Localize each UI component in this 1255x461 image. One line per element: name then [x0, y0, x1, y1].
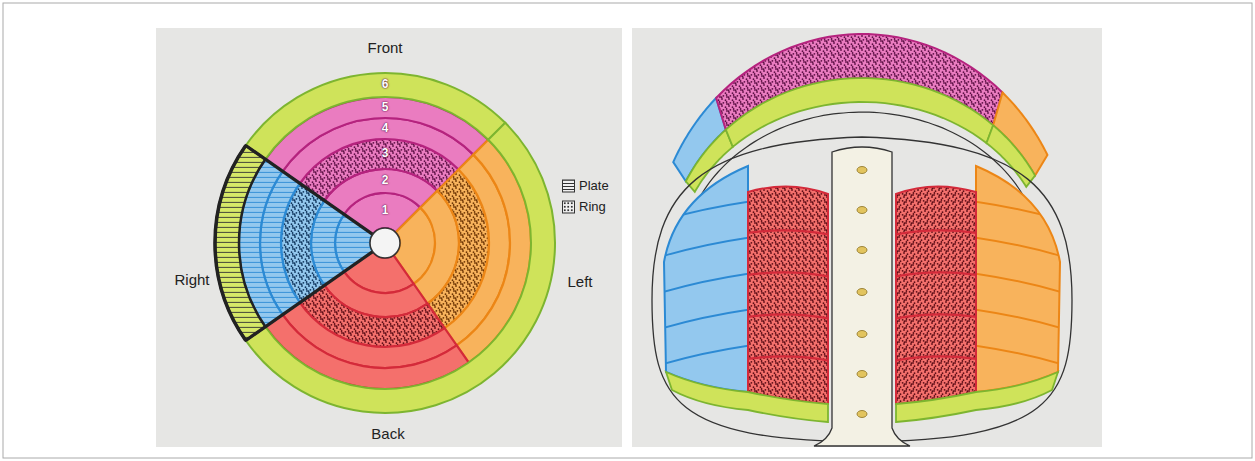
plate-stripe: [888, 272, 984, 278]
gland-dot: [857, 167, 867, 174]
ring-plate: [896, 186, 976, 404]
plate-stripe: [964, 272, 1074, 296]
outer-band: [666, 372, 828, 422]
legend-text: Ring: [579, 200, 606, 214]
side-label: Front: [367, 40, 402, 57]
outer-ring: [246, 73, 505, 159]
plate-stripe: [888, 356, 984, 362]
left-wall: [650, 166, 836, 422]
drawing-part: [740, 230, 836, 362]
side-label: Right: [174, 272, 209, 289]
plate-stripe: [964, 308, 1074, 332]
trachea-illustration: [650, 34, 1074, 446]
cross-section: [215, 73, 555, 413]
gland-dot: [857, 331, 867, 338]
plate-stripe: [964, 344, 1074, 368]
plate-stripe: [740, 314, 836, 320]
callout-number: 1: [382, 204, 389, 217]
callout-number: 5: [382, 101, 389, 114]
callout-number: 3: [382, 147, 389, 160]
drawing-part: [964, 200, 1074, 368]
lumen: [370, 228, 400, 258]
ring-plate: [748, 186, 828, 404]
plate-stripe: [964, 200, 1074, 224]
plate-stripe: [888, 314, 984, 320]
callout-number: 6: [382, 78, 389, 91]
sector-border: [246, 252, 373, 341]
gland-dot: [857, 411, 867, 418]
plate-stripe: [740, 356, 836, 362]
plate-stripe: [650, 236, 760, 260]
plate-stripe: [650, 272, 760, 296]
gland-dot: [857, 247, 867, 254]
gland-dot: [857, 207, 867, 214]
outer-band: [896, 372, 1058, 422]
gland-dot: [857, 289, 867, 296]
legend-text: Plate: [579, 179, 609, 193]
outer-ring: [246, 123, 555, 413]
sector-border: [246, 145, 373, 234]
plate-stripe: [740, 230, 836, 236]
photo-ground: [156, 28, 622, 447]
lateral-plate: [976, 166, 1060, 392]
plate-stripe: [650, 344, 760, 368]
photo-ground: [632, 28, 1102, 447]
outer-ring: [215, 145, 265, 340]
gland-dot: [857, 371, 867, 378]
frame: [3, 3, 1252, 458]
drawing-part: [888, 230, 984, 362]
legend-swatch: [562, 201, 575, 214]
posterior-membrane: [814, 147, 910, 446]
sector-border: [215, 145, 246, 340]
plate-stripe: [964, 236, 1074, 260]
plate-stripe: [740, 272, 836, 278]
callout-number: 2: [382, 174, 389, 187]
side-label: Left: [567, 274, 592, 291]
side-label: Back: [371, 426, 404, 443]
plate-stripe: [888, 230, 984, 236]
drawing-part: [650, 200, 760, 368]
legend-swatch: [562, 180, 575, 193]
right-wall: [888, 166, 1074, 422]
plate-stripe: [650, 200, 760, 224]
plate-stripe: [650, 308, 760, 332]
callout-number: 4: [382, 122, 389, 135]
lateral-plate: [664, 166, 748, 392]
